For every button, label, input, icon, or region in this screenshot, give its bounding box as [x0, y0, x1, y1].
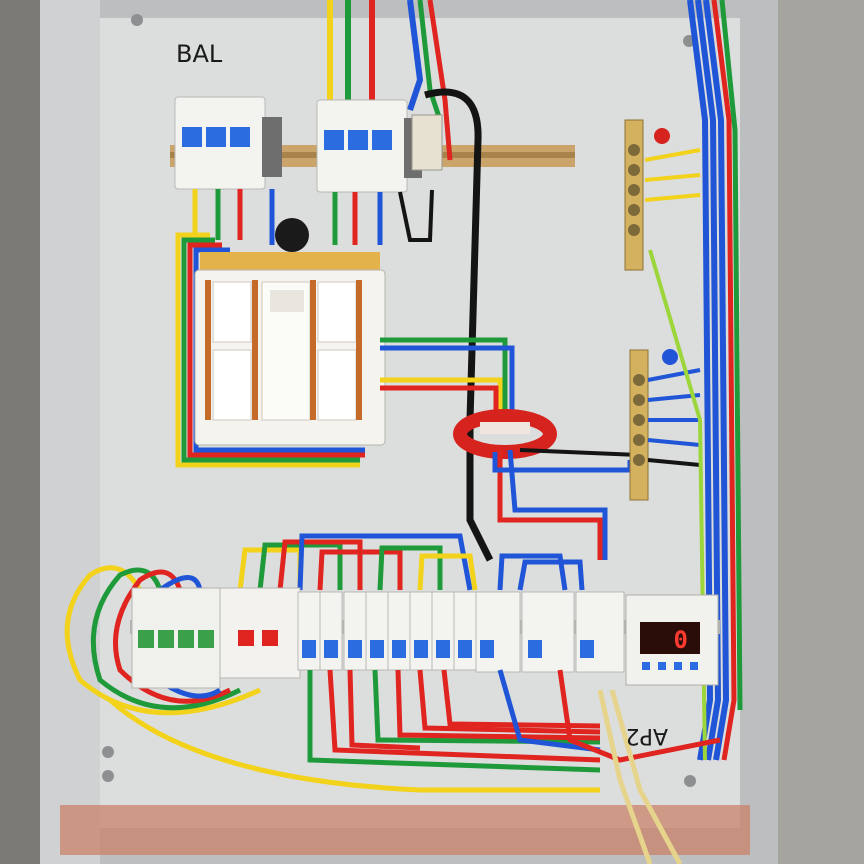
neutral-busbar	[629, 349, 678, 501]
enclosure-left-flange	[40, 0, 100, 864]
black-control-wire	[424, 88, 494, 562]
breaker-toggle	[348, 130, 368, 150]
breaker-toggle	[206, 127, 226, 147]
breaker-toggle	[372, 130, 392, 150]
isolating-switch	[194, 252, 386, 446]
meter-button	[674, 662, 682, 670]
breaker-toggle	[324, 130, 344, 150]
meter-display-value: 0	[674, 626, 688, 654]
outgoing-wires	[108, 669, 721, 864]
breaker-output-wires	[192, 189, 434, 245]
breaker-toggle	[230, 127, 250, 147]
current-transformer	[453, 409, 557, 459]
breaker-row-jumper-wires	[237, 533, 585, 591]
handwritten-label-top: BAL	[176, 40, 223, 68]
neutral-symbol-icon	[662, 349, 678, 365]
meter-button	[690, 662, 698, 670]
meter-lcd	[640, 622, 700, 654]
ground-symbol-icon	[654, 128, 670, 144]
ground-busbar	[624, 119, 670, 271]
breaker-toggle	[182, 127, 202, 147]
plate-screw	[102, 746, 114, 758]
right-wire-bundle	[644, 0, 743, 761]
branch-breaker-row	[297, 591, 625, 673]
meter-button	[642, 662, 650, 670]
meter-button	[658, 662, 666, 670]
plate-screw	[102, 770, 114, 782]
incoming-wires	[327, 0, 453, 161]
plate-screw	[684, 775, 696, 787]
top-main-breaker-1	[174, 96, 282, 190]
plate-screw	[131, 14, 143, 26]
bottom-gland-plate	[60, 805, 750, 855]
control-relay	[411, 114, 443, 171]
surge-protector-block	[131, 587, 301, 689]
top-main-breaker-2	[316, 99, 422, 193]
digital-meter: 0	[625, 594, 719, 686]
enclosure-door-edge	[0, 0, 40, 864]
switch-knob	[275, 218, 309, 252]
handwritten-label-bottom: AP2	[626, 723, 668, 748]
